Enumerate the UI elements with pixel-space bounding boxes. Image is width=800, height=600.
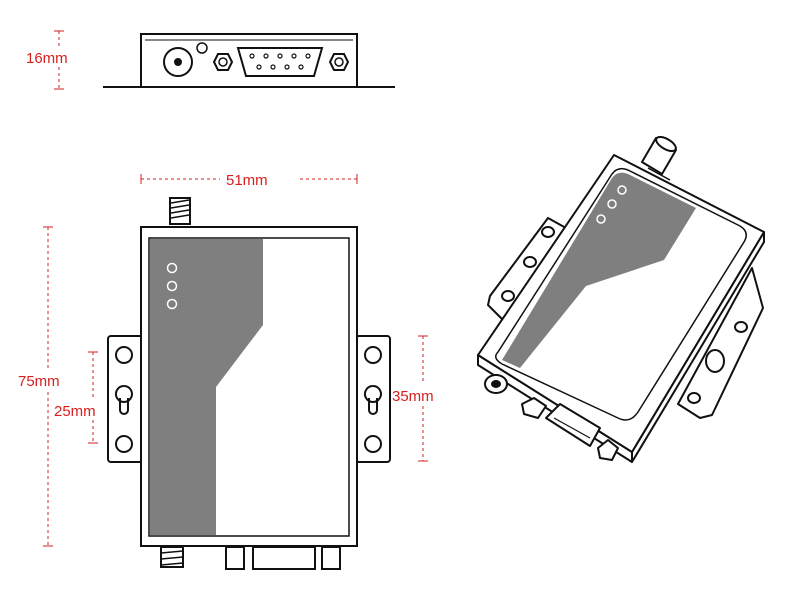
- led-hole-icon: [196, 42, 208, 54]
- keyhole-mount-icon: [115, 385, 133, 415]
- dimension-length: [43, 226, 53, 547]
- led-indicator-icon: [166, 262, 178, 310]
- iso-front-connectors: [484, 374, 619, 461]
- antenna-icon: [169, 197, 191, 225]
- dimension-height-side: 16mm: [24, 30, 80, 90]
- db9-connector-icon: [236, 47, 324, 77]
- dimension-label-mount-height: 35mm: [392, 388, 434, 405]
- dimension-label-width: 51mm: [226, 172, 268, 189]
- hex-standoff-left-icon: [212, 53, 234, 71]
- db9-connector-icon: [252, 546, 316, 570]
- mount-ear-right: [355, 335, 391, 463]
- iso-mount-ear-left: [487, 217, 567, 321]
- dimension-mount-spacing: [88, 351, 98, 444]
- power-jack-icon: [163, 47, 193, 77]
- iso-panel: [495, 167, 747, 421]
- top-view-gray-stripe: [150, 239, 263, 535]
- isometric-view: [477, 136, 765, 463]
- front-view: [103, 33, 395, 88]
- bottom-connectors: [160, 546, 341, 570]
- top-view: [107, 197, 391, 570]
- dimension-label-mount-spacing: 25mm: [54, 403, 96, 420]
- hex-standoff-right-icon: [328, 53, 350, 71]
- antenna-icon: [641, 136, 677, 181]
- front-view-body: [140, 33, 358, 87]
- dimension-label-length: 75mm: [18, 373, 60, 390]
- iso-gray-stripe: [502, 172, 696, 368]
- keyhole-mount-icon: [364, 385, 382, 415]
- dimension-mount-height: [418, 335, 428, 462]
- dimension-width: [140, 174, 358, 184]
- iso-mount-ear-right: [677, 267, 764, 419]
- led-indicator-icon: [596, 185, 627, 224]
- mount-ear-left: [107, 335, 143, 463]
- dimension-label-height-side: 16mm: [26, 50, 68, 67]
